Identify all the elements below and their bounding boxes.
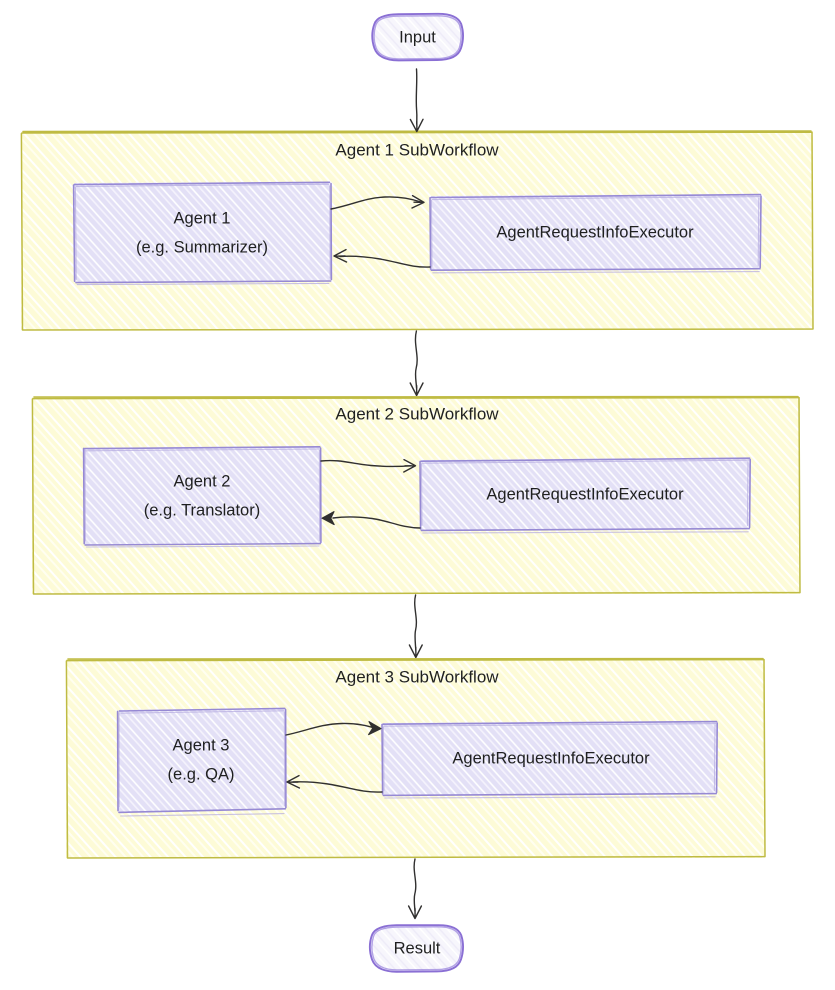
subgraph-agent1-subworkflow[interactable]: Agent 1 SubWorkflow Agent 1 (e.g. Summar… [20, 130, 814, 331]
edge-agent-3-to-executor [285, 721, 382, 736]
edge-agent2-subworkflow-to-agent3-subworkflow [408, 594, 423, 659]
node-input[interactable]: Input [371, 12, 464, 62]
subgraph-agent3-title: Agent 3 SubWorkflow [335, 667, 499, 686]
node-agent-3-executor-border [381, 720, 718, 797]
node-result-label: Result [394, 939, 441, 957]
node-agent-2-label-line2: (e.g. Translator) [144, 501, 260, 519]
node-agent-3[interactable]: Agent 3 (e.g. QA) [116, 707, 287, 817]
node-agent-1-executor[interactable]: AgentRequestInfoExecutor [429, 193, 762, 274]
edge-executor-to-agent-2 [321, 511, 421, 529]
node-agent-2[interactable]: Agent 2 (e.g. Translator) [82, 446, 322, 548]
node-agent-1-border [72, 181, 333, 284]
node-agent-1-executor-border [429, 193, 762, 271]
node-agent-3-label-line1: Agent 3 [173, 736, 230, 754]
subgraph-agent3-border [65, 657, 766, 859]
node-input-label: Input [399, 28, 436, 46]
node-agent-2-executor-fill [420, 457, 750, 530]
subgraph-agent2-subworkflow[interactable]: Agent 2 SubWorkflow Agent 2 (e.g. Transl… [31, 395, 801, 595]
node-agent-2-executor-label: AgentRequestInfoExecutor [486, 485, 684, 503]
node-agent-1-fill [74, 182, 331, 282]
subgraph-agent3-subworkflow[interactable]: Agent 3 SubWorkflow Agent 3 (e.g. QA) Ag… [65, 657, 766, 859]
node-input-border [371, 12, 464, 62]
node-agent-2-label-line1: Agent 2 [174, 472, 231, 490]
node-result-border-second [371, 926, 462, 971]
node-input-border-second [373, 15, 462, 60]
node-agent-1-border-second [74, 183, 331, 286]
subgraph-agent2-border [31, 395, 801, 595]
node-result[interactable]: Result [368, 924, 464, 973]
node-agent-1-executor-border-second [430, 196, 760, 274]
node-agent-3-executor-fill [382, 721, 717, 795]
node-agent-1-executor-label: AgentRequestInfoExecutor [496, 223, 694, 241]
node-agent-3-border-second [118, 710, 286, 817]
subgraph-agent2-title: Agent 2 SubWorkflow [335, 404, 499, 423]
subgraph-agent1-title: Agent 1 SubWorkflow [335, 140, 499, 159]
edge-input-to-agent1-subworkflow [409, 68, 424, 133]
node-agent-1[interactable]: Agent 1 (e.g. Summarizer) [72, 181, 333, 286]
edge-executor-to-agent-3 [286, 774, 383, 793]
node-agent-3-executor-label: AgentRequestInfoExecutor [452, 749, 650, 767]
node-agent-1-executor-fill [430, 194, 761, 270]
node-agent-3-fill [118, 708, 286, 812]
edge-agent1-subworkflow-to-agent2-subworkflow [409, 330, 424, 397]
node-agent-3-executor-border-second [382, 723, 717, 799]
node-agent-2-border [82, 446, 322, 546]
edge-executor-to-agent-1 [333, 248, 431, 268]
node-result-fill [369, 924, 463, 972]
node-result-border [368, 924, 464, 973]
node-agent-2-fill [84, 446, 321, 545]
node-agent-2-executor[interactable]: AgentRequestInfoExecutor [419, 457, 751, 534]
node-agent-2-executor-border-second [420, 459, 750, 534]
edge-agent3-subworkflow-to-result [407, 858, 423, 920]
node-agent-2-border-second [84, 448, 321, 548]
node-input-fill [372, 13, 463, 61]
edge-agent-2-to-executor [320, 458, 417, 473]
node-agent-3-border [116, 707, 287, 814]
node-agent-1-label-line2: (e.g. Summarizer) [136, 238, 268, 256]
node-agent-1-label-line1: Agent 1 [174, 209, 231, 227]
node-agent-3-label-line2: (e.g. QA) [168, 765, 235, 783]
node-agent-3-executor[interactable]: AgentRequestInfoExecutor [381, 720, 718, 799]
node-agent-2-executor-border [419, 457, 751, 532]
edge-agent-1-to-executor [330, 194, 425, 210]
